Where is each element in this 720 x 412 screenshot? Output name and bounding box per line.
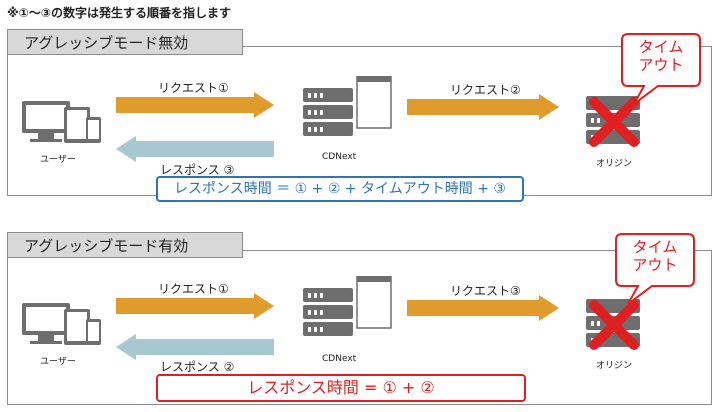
- response-arrow: [116, 136, 274, 162]
- response-label: レスポンス ③: [160, 163, 235, 177]
- cdn-label: CDNext: [322, 152, 357, 162]
- cdn-server-icon: [303, 276, 392, 336]
- user-devices-icon: [22, 303, 101, 345]
- section-enabled-title: アグレッシブモード有効: [7, 232, 243, 258]
- response-label: レスポンス ②: [160, 360, 235, 374]
- response-arrow: [116, 334, 274, 360]
- order-note: ※①～③の数字は発生する順番を指します: [7, 6, 231, 20]
- response-time-formula: レスポンス時間 = ① + ②: [156, 374, 526, 402]
- cdn-server-icon: [303, 76, 392, 136]
- origin-label: オリジン: [596, 361, 633, 371]
- request1-label: リクエスト①: [158, 81, 229, 95]
- request1-arrow: [116, 293, 274, 319]
- cdn-label: CDNext: [322, 354, 357, 364]
- failure-x-icon: [589, 300, 639, 350]
- request2-arrow: [407, 295, 559, 321]
- request1-arrow: [116, 92, 274, 118]
- timeout-callout-text: タイム アウト: [638, 38, 684, 74]
- user-devices-icon: [22, 101, 101, 143]
- user-label: ユーザー: [40, 357, 76, 367]
- timeout-callout: [621, 33, 701, 105]
- request2-label: リクエスト②: [450, 83, 521, 97]
- section-disabled-title: アグレッシブモード無効: [7, 29, 243, 55]
- request1-label: リクエスト①: [158, 282, 229, 296]
- timeout-callout-text: タイム アウト: [632, 238, 678, 274]
- user-label: ユーザー: [40, 155, 76, 165]
- origin-label: オリジン: [596, 159, 633, 169]
- request2-arrow: [407, 94, 559, 120]
- response-time-formula: レスポンス時間 ＝ ① + ② + タイムアウト時間 + ③: [156, 176, 524, 202]
- failure-x-icon: [589, 97, 639, 147]
- timeout-callout: [615, 233, 695, 305]
- request2-label: リクエスト③: [450, 284, 521, 298]
